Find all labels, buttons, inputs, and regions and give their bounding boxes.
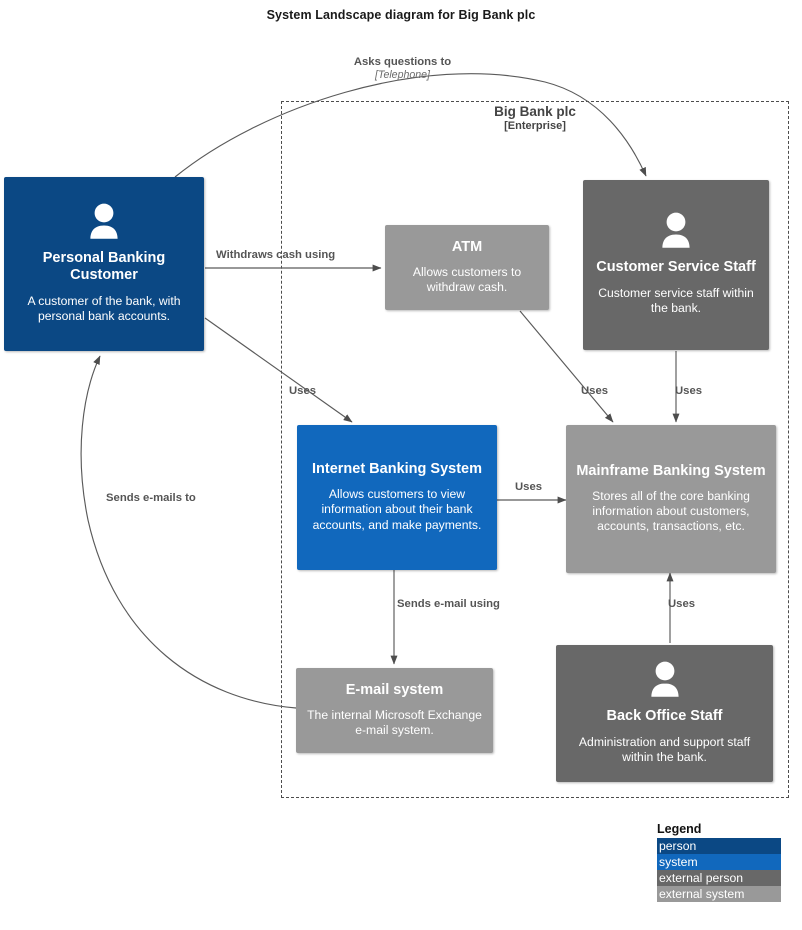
node-name: Customer Service Staff bbox=[596, 259, 756, 276]
edge-label-ibs-sends-email: Sends e-mail using bbox=[397, 598, 500, 611]
enterprise-boundary-name: Big Bank plc bbox=[494, 104, 576, 119]
edge-label-text: Uses bbox=[289, 385, 317, 397]
node-mainframe-banking-system[interactable]: Mainframe Banking System Stores all of t… bbox=[566, 425, 776, 573]
edge-label-text: Uses bbox=[668, 598, 696, 610]
legend: Legend person system external person ext… bbox=[657, 822, 781, 903]
edge-label-text: Uses bbox=[675, 385, 703, 397]
legend-item-person: person bbox=[657, 838, 781, 855]
edge-label-text: Sends e-mails to bbox=[106, 492, 196, 504]
node-name: Back Office Staff bbox=[606, 707, 723, 724]
edge-label-customer-uses-ibs: Uses bbox=[289, 385, 316, 398]
legend-item-external-system: external system bbox=[657, 886, 781, 903]
edge-label-ibs-uses-mainframe: Uses bbox=[515, 481, 542, 494]
edge-label-customer-uses-atm: Withdraws cash using bbox=[216, 249, 335, 262]
node-description: Customer service staff within the bank. bbox=[598, 286, 754, 316]
edge-label-text: Withdraws cash using bbox=[216, 249, 336, 261]
node-description: The internal Microsoft Exchange e-mail s… bbox=[307, 707, 482, 737]
node-description: Stores all of the core banking informati… bbox=[592, 488, 750, 534]
edge-label-csstaff-uses-mainframe: Uses bbox=[675, 385, 702, 398]
enterprise-boundary-label: Big Bank plc [Enterprise] bbox=[381, 104, 689, 134]
node-atm[interactable]: ATM Allows customers to withdraw cash. bbox=[385, 225, 549, 310]
legend-item-system: system bbox=[657, 854, 781, 871]
person-icon bbox=[84, 203, 124, 246]
node-name: Personal Banking Customer bbox=[42, 249, 166, 283]
edge-label-backoffice-uses-mainframe: Uses bbox=[668, 598, 695, 611]
node-internet-banking-system[interactable]: Internet Banking System Allows customers… bbox=[297, 425, 497, 570]
node-description: Allows customers to view information abo… bbox=[312, 487, 482, 532]
edge-label-text: Asks questions to bbox=[353, 56, 452, 68]
node-name: E-mail system bbox=[345, 681, 444, 698]
node-personal-banking-customer[interactable]: Personal Banking Customer A customer of … bbox=[4, 177, 204, 351]
legend-title: Legend bbox=[657, 822, 702, 836]
edge-label-text: Uses bbox=[515, 481, 543, 493]
edge-label-text: Uses bbox=[581, 385, 609, 397]
node-description: Allows customers to withdraw cash. bbox=[412, 264, 522, 294]
node-back-office-staff[interactable]: Back Office Staff Administration and sup… bbox=[556, 645, 773, 782]
edge-label-atm-uses-mainframe: Uses bbox=[581, 385, 608, 398]
node-description: Administration and support staff within … bbox=[578, 734, 751, 764]
page-title: System Landscape diagram for Big Bank pl… bbox=[266, 8, 536, 22]
enterprise-boundary-type: [Enterprise] bbox=[504, 120, 566, 133]
node-customer-service-staff[interactable]: Customer Service Staff Customer service … bbox=[583, 180, 769, 350]
edge-technology: [Telephone] bbox=[375, 69, 430, 82]
person-icon bbox=[645, 661, 685, 704]
edge-label-customer-asks-csstaff: Asks questions to [Telephone] bbox=[315, 56, 490, 82]
node-name: ATM bbox=[451, 238, 483, 255]
edge-label-email-sends-customer: Sends e-mails to bbox=[106, 492, 196, 505]
node-description: A customer of the bank, with personal ba… bbox=[27, 293, 181, 323]
node-name: Mainframe Banking System bbox=[576, 462, 766, 479]
legend-item-external-person: external person bbox=[657, 870, 781, 887]
edge-label-text: Sends e-mail using bbox=[397, 598, 500, 610]
node-email-system[interactable]: E-mail system The internal Microsoft Exc… bbox=[296, 668, 493, 753]
node-name: Internet Banking System bbox=[311, 461, 482, 478]
person-icon bbox=[656, 212, 696, 255]
edge-email-sends-customer bbox=[80, 355, 297, 709]
